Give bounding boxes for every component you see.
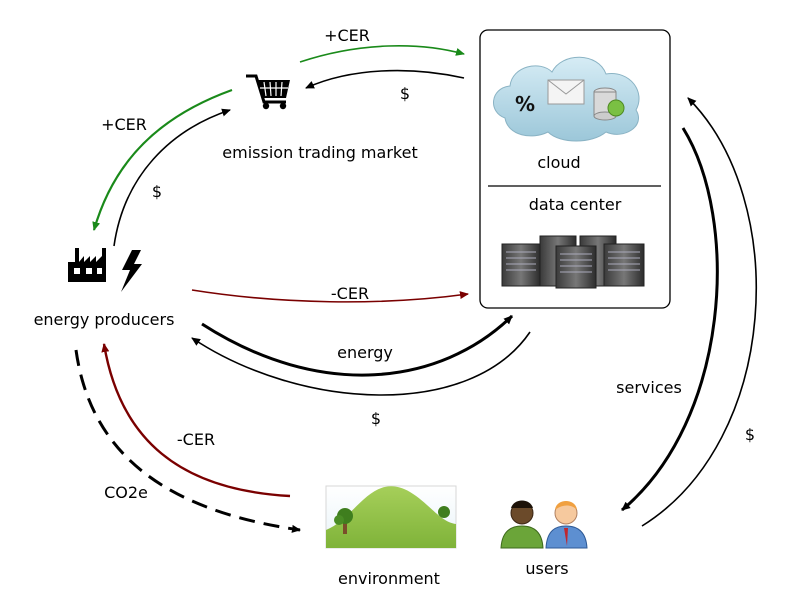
flow-label-dc-dollar: $ [400,84,410,103]
flow-label-env-negcer: -CER [177,430,215,449]
arrow-dollar-producers-market [113,108,231,247]
users-label: users [525,559,568,578]
shopping-cart-icon [246,74,290,110]
environment-label: environment [338,569,440,588]
arrow-negcer-to-dc [191,289,469,303]
arrow-negcer-env-producers [101,343,291,498]
arrow-energy [201,314,514,377]
arrow-cer-to-producers [92,88,233,231]
flow-label-co2e: CO2e [104,483,148,502]
data-center-label: data center [529,195,622,214]
flow-label-dc-cer: +CER [324,26,370,45]
cloud-label: cloud [537,153,580,172]
arrow-dollar-dc-producers [191,331,531,396]
server-rack-icon [501,235,645,289]
flow-label-energy: energy [337,343,393,362]
lightning-bolt-icon [121,250,142,292]
flow-label-services: services [616,378,682,397]
flow-label-producers-dollar: $ [152,182,162,201]
flow-label-producers-cer: +CER [101,115,147,134]
users-icon [500,500,588,549]
flow-label-dc-negcer: -CER [331,284,369,303]
landscape-icon [325,485,457,549]
arrow-dollar-to-market [305,69,465,89]
producers-label: energy producers [34,310,175,329]
flow-label-users-dollar: $ [745,425,755,444]
flow-label-energy-dollar: $ [371,409,381,428]
market-label: emission trading market [222,143,417,162]
arrow-cer-to-dc [299,45,465,63]
svg-text:%: % [515,92,535,116]
arrow-co2e [74,349,301,533]
cloud-icon: % [493,56,640,142]
arrow-services [621,127,719,512]
arrow-dollar-users-dc [641,97,757,527]
factory-icon [68,248,106,282]
